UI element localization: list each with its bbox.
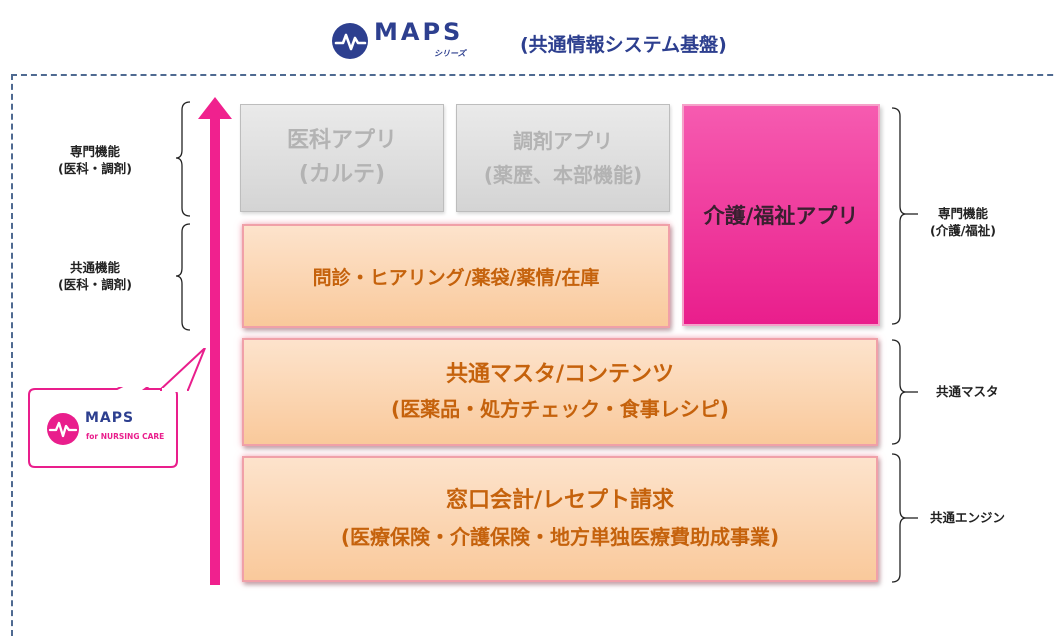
right-label-master-line1: 共通マスタ <box>936 384 999 399</box>
common-master-box: 共通マスタ/コンテンツ (医薬品・処方チェック・食事レシピ) <box>242 338 878 446</box>
right-brace-care <box>891 107 918 325</box>
header-logo-text: MAPS <box>374 18 464 46</box>
right-label-master: 共通マスタ <box>936 383 999 400</box>
common-engine-box: 窓口会計/レセプト請求 (医療保険・介護保険・地方単独医療費助成事業) <box>242 456 878 582</box>
dispensing-app-box: 調剤アプリ (薬歴、本部機能) <box>456 104 670 212</box>
right-label-care: 専門機能 (介護/福祉) <box>930 205 996 239</box>
header-logo-series: シリーズ <box>434 49 466 58</box>
right-label-engine-line1: 共通エンジン <box>930 510 1006 525</box>
right-label-care-line1: 専門機能 <box>937 206 988 221</box>
care-app-label: 介護/福祉アプリ <box>703 204 859 228</box>
left-label-common-line2: (医科・調剤) <box>58 277 132 292</box>
dispensing-app-line2: (薬歴、本部機能) <box>483 163 643 187</box>
up-arrow-icon <box>198 97 232 585</box>
common-engine-line2: (医療保険・介護保険・地方単独医療費助成事業) <box>340 525 780 549</box>
common-functions-label: 問診・ヒアリング/薬袋/薬情/在庫 <box>312 266 600 289</box>
common-functions-box: 問診・ヒアリング/薬袋/薬情/在庫 <box>242 224 670 328</box>
callout-tagline: for NURSING CARE <box>86 432 165 441</box>
left-brace-common <box>176 223 191 331</box>
left-brace-specialized <box>176 101 191 217</box>
care-app-box: 介護/福祉アプリ <box>682 104 880 326</box>
medical-app-line1: 医科アプリ <box>286 128 397 153</box>
right-label-care-line2: (介護/福祉) <box>930 223 996 238</box>
logo-circle-icon <box>332 23 368 59</box>
header-subtitle: (共通情報システム基盤) <box>520 34 727 56</box>
left-label-common: 共通機能 (医科・調剤) <box>58 259 132 293</box>
common-engine-line1: 窓口会計/レセプト請求 <box>445 488 675 513</box>
right-brace-master <box>891 339 918 445</box>
callout-pointer <box>160 348 206 392</box>
callout-logo-text: MAPS <box>85 410 135 426</box>
medical-app-line2: (カルテ) <box>298 162 386 187</box>
callout-logo-icon <box>47 413 79 445</box>
right-brace-engine <box>891 453 918 583</box>
left-label-specialized-line2: (医科・調剤) <box>58 161 132 176</box>
left-label-specialized-line1: 専門機能 <box>69 144 120 159</box>
common-master-line2: (医薬品・処方チェック・食事レシピ) <box>391 397 729 421</box>
left-label-common-line1: 共通機能 <box>69 260 120 275</box>
left-label-specialized: 専門機能 (医科・調剤) <box>58 143 132 177</box>
pulse-icon <box>334 33 367 51</box>
common-master-line1: 共通マスタ/コンテンツ <box>445 362 675 387</box>
maps-series-logo <box>332 23 368 59</box>
right-label-engine: 共通エンジン <box>930 509 1005 526</box>
dashed-frame <box>11 74 1057 636</box>
dispensing-app-line1: 調剤アプリ <box>513 129 613 153</box>
medical-app-box: 医科アプリ (カルテ) <box>240 104 444 212</box>
